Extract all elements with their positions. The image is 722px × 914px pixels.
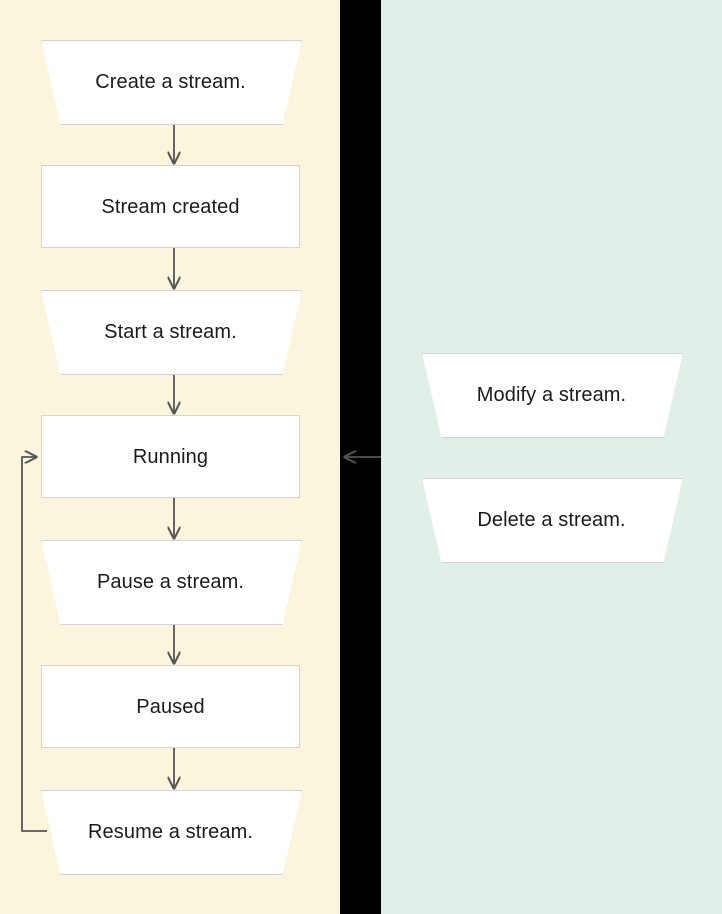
node-running[interactable]: Running	[41, 415, 300, 498]
node-label: Create a stream.	[95, 70, 246, 93]
node-label: Stream created	[101, 195, 240, 218]
node-label: Pause a stream.	[96, 570, 245, 593]
node-label: Start a stream.	[104, 320, 237, 343]
node-modify-a-stream[interactable]: Modify a stream.	[422, 353, 683, 438]
node-paused[interactable]: Paused	[41, 665, 300, 748]
trapezoid-shape	[41, 290, 302, 375]
node-start-a-stream[interactable]: Start a stream.	[41, 290, 302, 375]
node-label: Running	[132, 445, 209, 468]
node-label: Paused	[136, 695, 205, 718]
node-pause-a-stream[interactable]: Pause a stream.	[41, 540, 302, 625]
node-resume-a-stream[interactable]: Resume a stream.	[41, 790, 302, 875]
node-label: Resume a stream.	[88, 820, 253, 843]
trapezoid-shape	[41, 790, 302, 875]
trapezoid-shape	[41, 40, 302, 125]
trapezoid-shape	[422, 478, 683, 563]
trapezoid-shape	[41, 540, 302, 625]
node-create-a-stream[interactable]: Create a stream.	[41, 40, 302, 125]
trapezoid-shape	[422, 353, 683, 438]
node-delete-a-stream[interactable]: Delete a stream.	[422, 478, 683, 563]
node-stream-created[interactable]: Stream created	[41, 165, 300, 248]
stream-management-panel-background	[381, 0, 722, 914]
node-label: Delete a stream.	[477, 508, 626, 531]
panel-divider	[340, 0, 381, 914]
node-label: Modify a stream.	[476, 383, 627, 406]
